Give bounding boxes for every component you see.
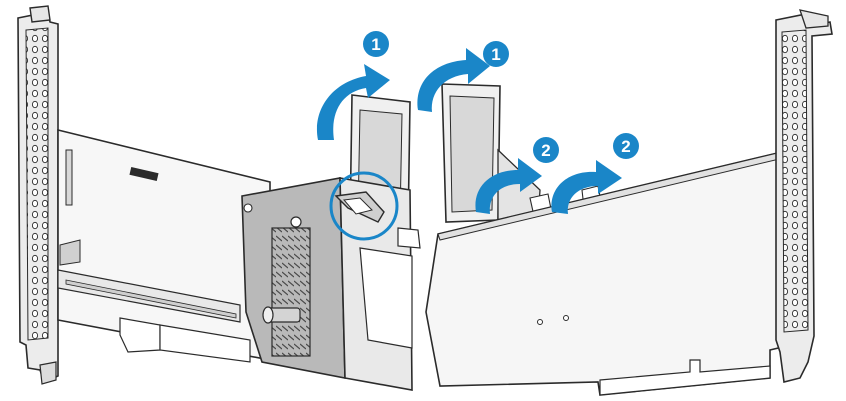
pci-bracket-right-icon (775, 9, 833, 383)
callout-step-1-right: 1 (483, 41, 509, 67)
step-number: 1 (491, 45, 500, 64)
callout-step-2-left: 2 (533, 137, 559, 163)
step-number: 1 (371, 35, 380, 54)
pci-bracket-left-icon (17, 5, 59, 385)
rotate-arrow-icon (316, 48, 622, 214)
expansion-card-right (425, 149, 813, 396)
expansion-card-left (57, 128, 271, 363)
step-number: 2 (541, 141, 550, 160)
highlight-circle (329, 171, 399, 241)
callout-step-1-left: 1 (363, 31, 389, 57)
thumbscrew-icon (262, 306, 301, 324)
step-number: 2 (621, 137, 630, 156)
retainer-latch-icon (329, 171, 399, 241)
callout-step-2-right: 2 (613, 133, 639, 159)
